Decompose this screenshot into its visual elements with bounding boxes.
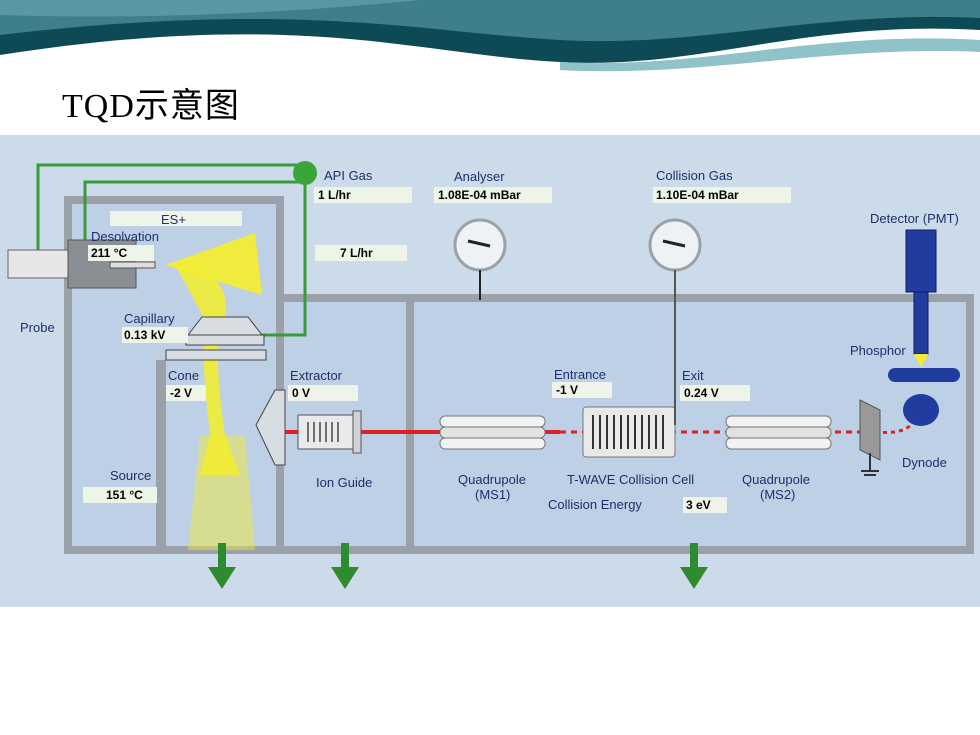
source-value: 151 °C — [106, 488, 143, 502]
api-gas-value: 1 L/hr — [318, 188, 351, 202]
spray-plume — [165, 233, 262, 295]
dynode-plate — [859, 399, 881, 461]
extractor-label: Extractor — [290, 368, 343, 383]
phosphor-glow — [914, 354, 928, 367]
header-banner — [0, 0, 980, 75]
probe-body — [7, 249, 71, 279]
pump-arrow-icon — [680, 543, 708, 589]
collision-gas-value-box — [653, 187, 791, 203]
twave-electrodes — [592, 415, 664, 449]
mode-box — [110, 211, 242, 226]
cone-plate — [165, 349, 267, 361]
analyser-value: 1.08E-04 mBar — [438, 188, 521, 202]
analyser-label: Analyser — [454, 169, 505, 184]
quadrupole-ms2-label-line1: Quadrupole — [742, 472, 810, 487]
dynode-label: Dynode — [902, 455, 947, 470]
capillary-value-box — [122, 327, 188, 343]
capillary-label: Capillary — [124, 311, 175, 326]
analyser-value-box — [434, 187, 552, 203]
tqd-schematic: Probe API Gas 1 L/hr Analyser 1.08E-04 m… — [0, 135, 980, 607]
cone-label: Cone — [168, 368, 199, 383]
cone-value: -2 V — [170, 386, 192, 400]
api-gas-value-box — [314, 187, 412, 203]
quadrupole-ms2-label-line2: (MS2) — [760, 487, 795, 502]
mode-label: ES+ — [161, 212, 186, 227]
exit-label: Exit — [682, 368, 704, 383]
exit-value-box — [680, 385, 750, 401]
probe-label: Probe — [20, 320, 55, 335]
banner-wave-highlight — [0, 0, 420, 17]
probe-tip — [109, 261, 156, 269]
source-value-box — [83, 487, 157, 503]
api-gas-line — [36, 163, 300, 252]
extractor-value: 0 V — [292, 386, 310, 400]
collision-gauge-icon — [648, 218, 702, 425]
pump-arrow-icon — [208, 543, 236, 589]
phosphor-screen — [888, 368, 960, 382]
quadrupole-ms1 — [439, 415, 546, 450]
phosphor-label: Phosphor — [850, 343, 906, 358]
desolvation-label: Desolvation — [91, 229, 159, 244]
collision-gas-label: Collision Gas — [656, 168, 733, 183]
cone-value-box — [166, 385, 206, 401]
banner-wave-light — [560, 38, 980, 72]
source-label: Source — [110, 468, 151, 483]
cone-wall — [156, 360, 166, 550]
ion-guide-rings — [307, 422, 339, 442]
exit-value: 0.24 V — [684, 386, 719, 400]
desolvation-value: 211 °C — [91, 246, 127, 260]
entrance-value: -1 V — [556, 383, 578, 397]
ion-guide-label: Ion Guide — [316, 475, 372, 490]
desolvation-value-box — [88, 245, 154, 261]
ion-guide-end — [352, 410, 362, 454]
quadrupole-ms1-label-line1: Quadrupole — [458, 472, 526, 487]
collision-energy-value-box — [683, 497, 727, 513]
pump-arrows — [208, 543, 708, 589]
desolvation-gas-value-box — [315, 245, 407, 261]
cone-electrode — [255, 389, 286, 466]
entrance-label: Entrance — [554, 367, 606, 382]
detector-label: Detector (PMT) — [870, 211, 959, 226]
quadrupole-ms2 — [725, 415, 832, 450]
collision-energy-label: Collision Energy — [548, 497, 642, 512]
collision-gas-value: 1.10E-04 mBar — [656, 188, 739, 202]
spray-fan — [188, 435, 255, 550]
analyser-gauge-icon — [453, 218, 507, 300]
twave-label: T-WAVE Collision Cell — [567, 472, 694, 487]
desolvation-gas-value: 7 L/hr — [340, 246, 373, 260]
dynode-detector — [903, 394, 939, 426]
capillary-base — [185, 334, 265, 346]
extractor-value-box — [288, 385, 358, 401]
api-gas-valve-icon — [293, 161, 317, 185]
detector-pmt — [905, 229, 937, 293]
quadrupole-ms1-label-line2: (MS1) — [475, 487, 510, 502]
api-gas-label: API Gas — [324, 168, 373, 183]
entrance-value-box — [552, 382, 612, 398]
collision-energy-value: 3 eV — [686, 498, 711, 512]
detector-pmt-neck — [913, 291, 929, 355]
slide-title: TQD示意图 — [62, 88, 240, 125]
pump-arrow-icon — [331, 543, 359, 589]
capillary-value: 0.13 kV — [124, 328, 165, 342]
